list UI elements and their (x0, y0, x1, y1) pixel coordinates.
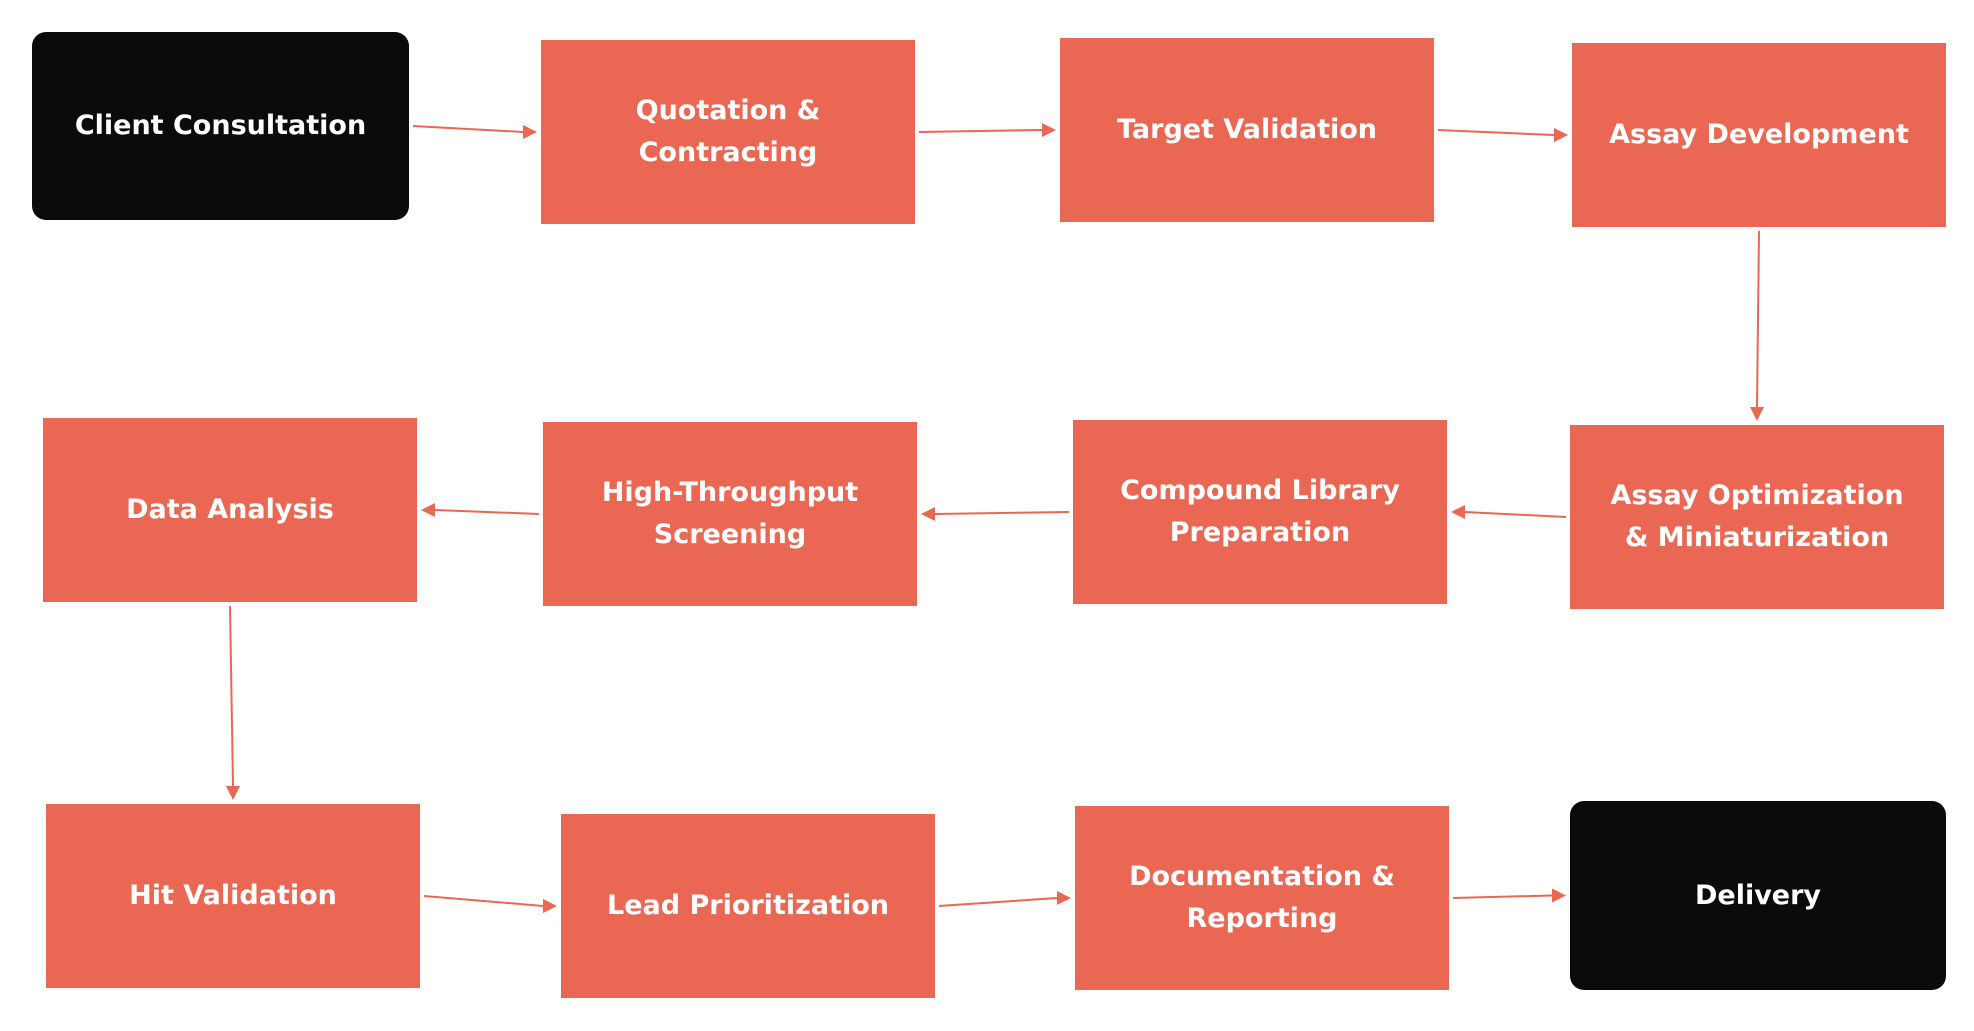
arrow-head (421, 503, 435, 517)
arrow-data_analysis-to-hit_validation (226, 605, 240, 800)
arrow-assay_development-to-assay_optimization (1750, 230, 1764, 421)
node-assay-development: Assay Development (1572, 43, 1946, 227)
arrow-hit_validation-to-lead_prioritization (423, 895, 557, 913)
node-assay-optimization: Assay Optimization & Miniaturization (1570, 425, 1944, 609)
arrow-head (226, 786, 240, 800)
arrow-high_throughput_screening-to-data_analysis (421, 503, 540, 517)
arrow-target_validation-to-assay_development (1437, 128, 1568, 142)
arrow-head (523, 125, 537, 139)
node-compound-library-preparation: Compound Library Preparation (1073, 420, 1447, 604)
node-data-analysis: Data Analysis (43, 418, 417, 602)
arrow-line (1437, 129, 1555, 136)
arrow-lead_prioritization-to-documentation_reporting (938, 891, 1071, 907)
node-delivery: Delivery (1570, 801, 1946, 990)
node-quotation-contracting: Quotation & Contracting (541, 40, 915, 224)
arrow-head (1451, 505, 1465, 519)
node-documentation-reporting: Documentation & Reporting (1075, 806, 1449, 990)
node-hit-validation: Hit Validation (46, 804, 420, 988)
arrow-head (543, 899, 557, 913)
arrow-head (1042, 123, 1056, 137)
arrow-line (229, 605, 234, 787)
arrow-assay_optimization-to-compound_library (1451, 505, 1567, 519)
arrow-head (1750, 407, 1764, 421)
arrow-line (1452, 894, 1553, 899)
node-high-throughput-screening: High-Throughput Screening (543, 422, 917, 606)
arrow-head (921, 507, 935, 521)
arrow-head (1057, 891, 1071, 905)
arrow-line (412, 125, 524, 133)
arrow-line (434, 509, 540, 515)
node-target-validation: Target Validation (1060, 38, 1434, 222)
arrow-head (1552, 888, 1566, 903)
arrow-line (423, 895, 544, 907)
arrow-line (918, 129, 1043, 133)
arrow-client_consultation-to-quotation_contracting (412, 125, 537, 139)
node-lead-prioritization: Lead Prioritization (561, 814, 935, 998)
arrow-line (1756, 230, 1760, 408)
node-client-consultation: Client Consultation (32, 32, 409, 220)
arrow-quotation_contracting-to-target_validation (918, 123, 1056, 137)
arrow-line (1464, 511, 1567, 518)
arrow-compound_library-to-high_throughput_screening (921, 507, 1070, 521)
arrow-line (938, 897, 1058, 907)
arrow-documentation_reporting-to-delivery (1452, 888, 1566, 903)
arrow-head (1554, 128, 1568, 142)
arrow-line (934, 511, 1070, 515)
